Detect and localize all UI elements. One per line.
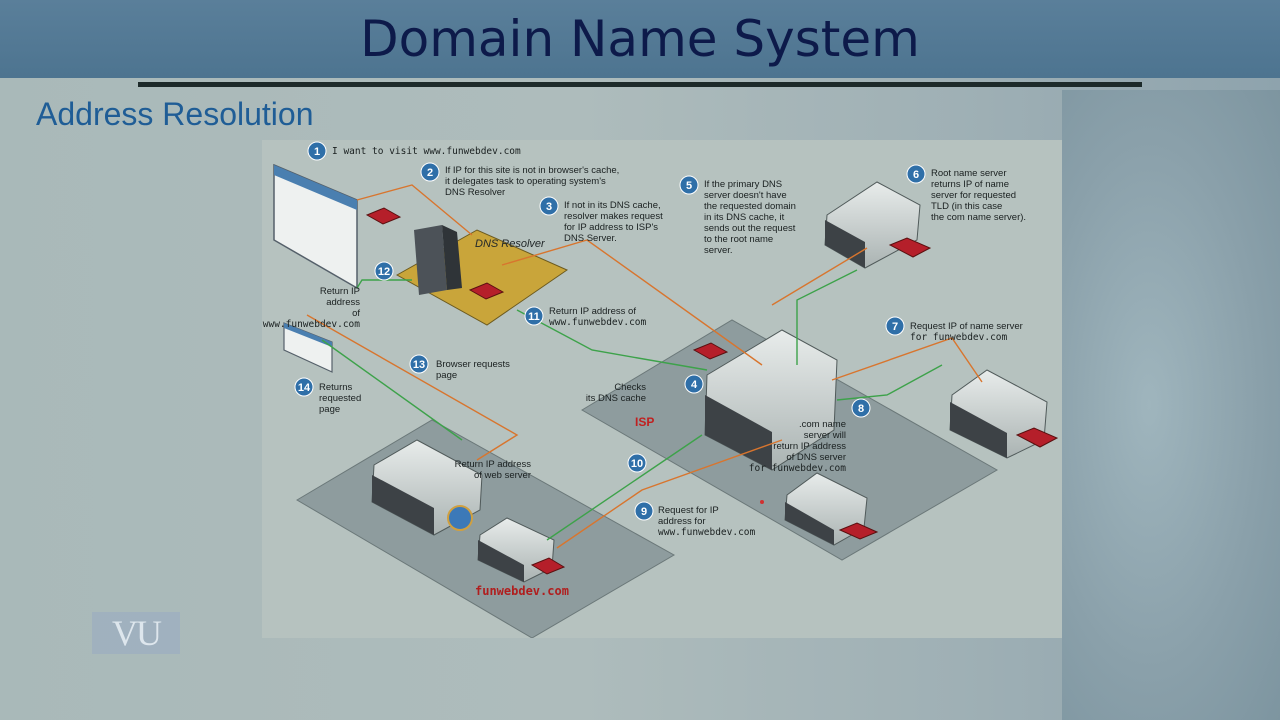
step-text: server will (804, 430, 846, 441)
step-number: 13 (413, 359, 425, 371)
title-underline (138, 82, 1142, 87)
slide-subtitle: Address Resolution (36, 96, 314, 132)
step-text: in its DNS cache, it (704, 212, 785, 223)
funwebdev-label: funwebdev.com (475, 584, 569, 598)
step-number: 2 (427, 167, 433, 179)
step-text: sends out the request (704, 223, 796, 234)
step-text: Request IP of name server (910, 321, 1023, 332)
step-text: resolver makes request (564, 211, 663, 222)
step-marker (679, 175, 699, 195)
step-text: requested (319, 393, 361, 404)
mini-browser (283, 322, 333, 373)
primary-dns-server (704, 329, 838, 471)
step-text: page (436, 370, 457, 381)
vu-logo: VU (92, 612, 180, 654)
step-marker (851, 398, 871, 418)
step-marker (294, 377, 314, 397)
step-marker (885, 316, 905, 336)
step-marker (524, 306, 544, 326)
step-text: Checks (614, 382, 646, 393)
step-text: If IP for this site is not in browser's … (445, 165, 619, 176)
cache-books (365, 207, 1059, 575)
step-marker (634, 501, 654, 521)
step-text: DNS Resolver (445, 187, 505, 198)
step-text: returns IP of name (931, 179, 1009, 190)
root-server (824, 181, 921, 269)
isp-label: ISP (635, 415, 654, 429)
step-text: to the root name (704, 234, 773, 245)
step-annotations: 1 I want to visit www.funwebdev.com 2 If IP… (263, 141, 1026, 538)
step-text: I want to visit www.funwebdev.com (332, 146, 521, 157)
step-marker (409, 354, 429, 374)
step-text: www.funwebdev.com (549, 317, 647, 328)
step-text: the com name server). (931, 212, 1026, 223)
step-number: 3 (546, 201, 552, 213)
step-text: server for requested (931, 190, 1016, 201)
step-text: for funwebdev.com (910, 332, 1008, 343)
step-text: Request for IP (658, 505, 719, 516)
step-text: server. (704, 245, 733, 256)
step-text: .com name (799, 419, 846, 430)
step-number: 9 (641, 506, 647, 518)
step-text: If the primary DNS (704, 179, 782, 190)
pointer-dot (760, 500, 764, 504)
dns-resolver-label: DNS Resolver (475, 238, 546, 250)
step-marker (627, 453, 647, 473)
step-number: 8 (858, 403, 864, 415)
step-marker (374, 261, 394, 281)
step-marker (420, 162, 440, 182)
step-number: 1 (314, 146, 320, 158)
step-text: address (326, 297, 360, 308)
dns-diagram: DNS Resolver ISP funwebdev.com 1 I want t… (262, 140, 1062, 638)
step-number: 7 (892, 321, 898, 333)
step-number: 10 (631, 458, 643, 470)
slide-header-bar (0, 0, 1280, 78)
step-text: Return IP address (455, 459, 532, 470)
step-text: of DNS server (786, 452, 846, 463)
step-marker (539, 196, 559, 216)
step-number: 12 (378, 266, 390, 278)
step-text: for funwebdev.com (749, 463, 847, 474)
step-text: DNS Server. (564, 233, 617, 244)
step-text: its DNS cache (586, 393, 646, 404)
step-number: 4 (691, 379, 698, 391)
step-marker (307, 141, 327, 161)
slide-title: Domain Name System (360, 10, 920, 68)
step-number: 11 (528, 311, 540, 323)
step-text: it delegates task to operating system's (445, 176, 606, 187)
step-text: of web server (474, 470, 531, 481)
step-text: address for (658, 516, 706, 527)
step-text: page (319, 404, 340, 415)
step-text: TLD (in this case (931, 201, 1002, 212)
step-number: 6 (913, 169, 919, 181)
request-arrows (306, 184, 983, 549)
browser-window (273, 163, 358, 290)
step-text: www.funwebdev.com (658, 527, 756, 538)
dns-diagram-svg: DNS Resolver ISP funwebdev.com 1 I want t… (263, 141, 1059, 638)
funwebdev-zone (296, 419, 676, 638)
step-text: Return IP address of (549, 306, 636, 317)
resolver-computer (414, 225, 462, 295)
web-server (371, 439, 483, 536)
step-text: return IP address (773, 441, 846, 452)
com-name-server (949, 369, 1048, 459)
step-text: Root name server (931, 168, 1007, 179)
step-marker (906, 164, 926, 184)
step-text: Return IP (320, 286, 360, 297)
step-text: the requested domain (704, 201, 796, 212)
response-arrows (321, 269, 943, 541)
step-text: of (352, 308, 360, 319)
step-text: Returns (319, 382, 353, 393)
step-number: 14 (298, 382, 311, 394)
step-marker (684, 374, 704, 394)
step-text: Browser requests (436, 359, 510, 370)
step-text: for IP address to ISP's (564, 222, 658, 233)
background-decoration (1062, 90, 1280, 720)
step-text: www.funwebdev.com (263, 319, 361, 330)
step-text: If not in its DNS cache, (564, 200, 661, 211)
step-text: server doesn't have (704, 190, 787, 201)
step-number: 5 (686, 180, 692, 192)
